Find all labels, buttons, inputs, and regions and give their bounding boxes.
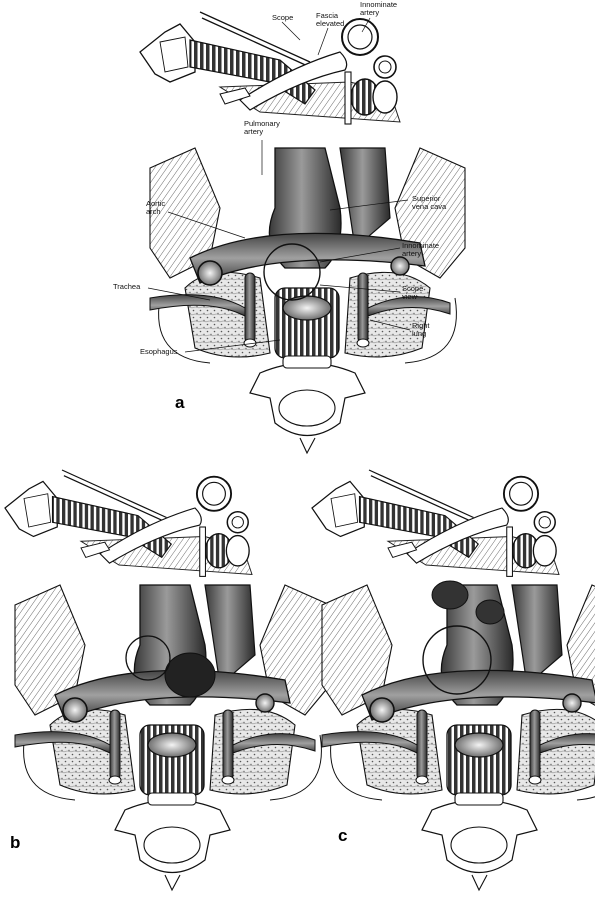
divided-vessel-end	[431, 580, 469, 610]
label-trachea: Trachea	[113, 282, 141, 291]
label-scope-view: Scope view	[402, 284, 424, 301]
label-innominate-artery: Innominate artery	[402, 241, 440, 258]
label-right-lung: Right lung	[412, 321, 430, 338]
opened-vessel	[164, 652, 216, 698]
label-esophagus: Esophagus	[140, 347, 178, 356]
label-innominate-artery-top: Innominate artery	[360, 0, 398, 17]
label-scope: Scope	[272, 13, 294, 22]
scope-view-circle	[422, 625, 492, 695]
panel-a-cross-section	[149, 147, 466, 454]
panel-label-c: c	[338, 826, 348, 845]
label-superior-vena-cava: Superior vena cava	[412, 194, 447, 211]
panel-c-cross-section	[321, 580, 595, 891]
divided-vessel-end	[475, 599, 505, 625]
leader-lines-a	[147, 17, 411, 353]
panel-c-side-view	[311, 469, 560, 578]
scope-view-circle	[263, 243, 321, 301]
label-pulmonary-artery: Pulmonary artery	[244, 119, 280, 136]
panel-b-cross-section	[14, 584, 331, 891]
scope-view-circle	[125, 635, 171, 681]
panel-b-side-view	[4, 469, 253, 578]
panel-label-a: a	[175, 393, 185, 412]
panel-label-b: b	[10, 833, 21, 852]
label-aortic-arch: Aortic arch	[146, 199, 166, 216]
label-fascia-elevated: Fascia elevated	[316, 11, 345, 28]
panel-a-side-view	[139, 11, 401, 125]
